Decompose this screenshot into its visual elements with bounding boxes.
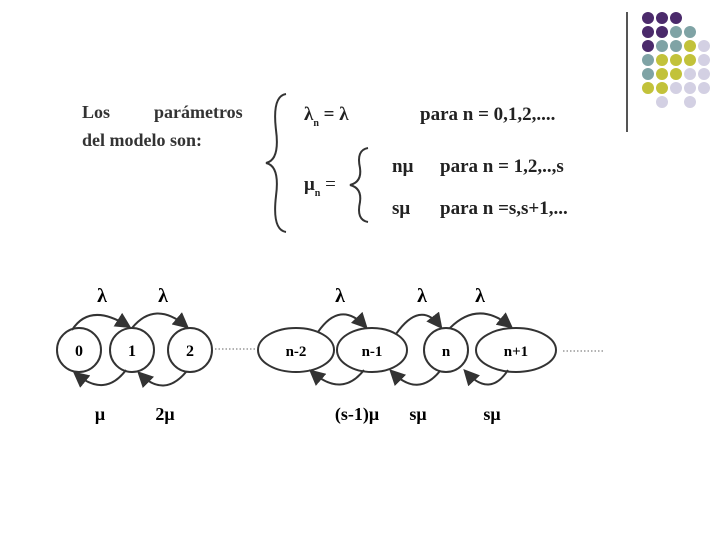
mu-cases-brace (350, 148, 368, 222)
state-label-0: 0 (75, 343, 83, 360)
death-label-5: sμ (483, 404, 500, 424)
state-node-2: 2 (168, 328, 212, 372)
death-arrow-n1-n (466, 370, 508, 385)
death-arrow-n1-n2 (312, 370, 364, 385)
state-label-n-1: n-1 (362, 344, 383, 360)
state-label-1: 1 (128, 343, 136, 360)
state-node-n-2: n-2 (258, 328, 334, 372)
death-label-2: 2μ (155, 404, 174, 424)
main-left-brace (266, 94, 286, 232)
state-node-n+1: n+1 (476, 328, 556, 372)
state-label-n+1: n+1 (504, 344, 528, 360)
birth-label-3: λ (335, 285, 345, 307)
birth-label-1: λ (97, 285, 107, 307)
death-label-4: sμ (409, 404, 426, 424)
state-node-1: 1 (110, 328, 154, 372)
state-label-n: n (442, 344, 451, 360)
birth-label-2: λ (158, 285, 168, 307)
state-node-0: 0 (57, 328, 101, 372)
death-arrow-2-1 (140, 372, 186, 386)
state-label-n-2: n-2 (286, 344, 307, 360)
state-label-2: 2 (186, 343, 194, 360)
state-node-n-1: n-1 (337, 328, 407, 372)
death-label-3: (s-1)μ (335, 404, 379, 425)
birth-label-4: λ (417, 285, 427, 307)
state-node-n: n (424, 328, 468, 372)
birth-arrow-n-n1 (450, 313, 510, 328)
birth-arrow-1-2 (132, 313, 186, 328)
death-label-1: μ (95, 404, 105, 424)
birth-label-5: λ (475, 285, 485, 307)
death-arrow-n-n1 (392, 371, 440, 385)
